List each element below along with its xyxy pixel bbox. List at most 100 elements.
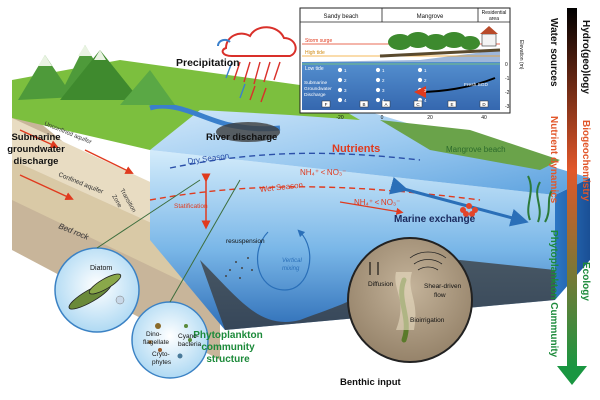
inset-fresh-sgd: Fresh SGD [464, 82, 489, 88]
label-cyanobacteria-1: Cyano- [178, 333, 199, 340]
label-diffusion: Diffusion [368, 281, 394, 288]
benthic-circle [347, 237, 473, 363]
vertical-mixing-loop [256, 229, 311, 291]
svg-text:-2: -2 [505, 90, 510, 96]
label-sgd-1: Submarine [11, 132, 60, 143]
label-nutrients: Nutrients [332, 143, 380, 155]
label-diatom: Diatom [90, 265, 112, 272]
inset-sgd-arrow [414, 77, 496, 98]
house-icon [480, 26, 498, 47]
side-axis-arrow [567, 8, 577, 368]
label-benthic-input: Benthic input [340, 377, 402, 388]
mountain-icon [18, 45, 175, 105]
svg-text:A: A [384, 102, 387, 107]
inset-station-marks: F B A C E D [325, 102, 487, 107]
label-vertical-mixing-1: Vertical [282, 258, 302, 264]
svg-text:2: 2 [344, 78, 347, 83]
label-river-discharge: River discharge [206, 132, 277, 143]
connector-line-2 [169, 179, 241, 303]
seaweed-icon [527, 175, 553, 223]
svg-text:4: 4 [382, 98, 385, 103]
svg-text:1: 1 [344, 68, 347, 73]
svg-text:4: 4 [424, 98, 427, 103]
coral-icon [460, 203, 478, 217]
inset-sgd-2: Groundwater [304, 86, 332, 92]
mangrove-tree-icon [388, 32, 480, 50]
resuspension-particles [225, 257, 253, 279]
svg-text:2: 2 [382, 78, 385, 83]
label-dinoflagellate-2: flagellate [143, 339, 169, 346]
phyto-circle [131, 301, 209, 379]
svg-text:D: D [482, 102, 486, 107]
axis-phyto-community: Phytoplankton Cummunity [548, 230, 559, 358]
nutrient-arrow [339, 201, 404, 215]
label-precipitation: Precipitation [176, 57, 240, 69]
label-sgd-3: discharge [14, 156, 59, 167]
label-nh4-no3-upper: NH₄⁺ < NO₃⁻ [300, 168, 346, 177]
dry-season-line [169, 152, 421, 169]
inset-low-tide: Low tide [305, 66, 324, 72]
label-shear-flow-1: Shear-driven [424, 283, 462, 290]
label-nh4-no3-lower: NH₄⁺ < NO₃⁻ [354, 198, 400, 207]
inset-panel [299, 7, 511, 114]
connector-line-1 [96, 179, 201, 249]
label-cyanobacteria-2: bacteria [178, 341, 202, 348]
label-phyto-title-3: structure [206, 354, 250, 365]
svg-text:0: 0 [505, 62, 508, 68]
inset-sgd-1: Submarine [304, 80, 328, 86]
axis-ecology: Ecology [580, 262, 591, 301]
svg-text:-1: -1 [505, 76, 510, 82]
inset-high-tide: High tide [305, 50, 325, 56]
inset-x-ticks: -20 0 20 40 [336, 115, 487, 121]
inset-elevation-label: Elevation (m) [518, 40, 524, 70]
marine-exchange-arrow [388, 176, 529, 227]
label-shear-flow-2: flow [434, 292, 446, 299]
axis-nutrient-dynamics: Nutrient dynamics [548, 116, 559, 204]
label-vertical-mixing-2: mixing [282, 266, 300, 272]
inset-y-ticks: 0 -1 -2 -3 [505, 62, 510, 110]
inset-storm-surge: Storm surge [305, 38, 332, 44]
label-phyto-title-2: community [201, 342, 255, 353]
label-stratification: Statification [174, 203, 208, 210]
mangrove-shore [380, 120, 560, 170]
inset-sandy-beach: Sandy beach [323, 14, 358, 20]
label-cryptophytes-1: Cryto- [152, 351, 170, 358]
svg-text:20: 20 [427, 115, 433, 121]
svg-text:-3: -3 [505, 104, 510, 110]
inset-well-numbers: 1 2 3 4 1 2 3 4 1 2 3 4 [344, 68, 427, 103]
svg-text:3: 3 [424, 88, 427, 93]
station-markers [321, 100, 489, 108]
label-sgd-2: groundwater [7, 144, 65, 155]
inset-mangrove: Mangrove [417, 14, 444, 20]
svg-text:F: F [325, 102, 328, 107]
svg-text:40: 40 [481, 115, 487, 121]
axis-hydrogeology: Hydro(geo)logy [580, 20, 591, 94]
side-axis-arrowhead [557, 366, 587, 385]
label-cryptophytes-2: phytes [152, 359, 172, 366]
svg-text:3: 3 [344, 88, 347, 93]
inset-residential-1: Residential [482, 10, 507, 16]
svg-text:1: 1 [382, 68, 385, 73]
svg-text:C: C [416, 102, 420, 107]
label-phyto-title-1: Phytoplankton [193, 330, 262, 341]
axis-water-sources: Water sources [548, 18, 559, 87]
inset-sgd-3: Discharge [304, 92, 326, 98]
label-marine-exchange: Marine exchange [394, 214, 476, 225]
inset-residential-2: area [489, 16, 499, 22]
svg-text:B: B [362, 102, 365, 107]
svg-text:4: 4 [344, 98, 347, 103]
svg-text:E: E [450, 102, 453, 107]
river-mouth-dark [216, 122, 280, 142]
axis-biogeochemistry: Biogeochemistry [580, 120, 591, 202]
rain-cloud-icon [217, 26, 297, 103]
label-dinoflagellate-1: Dino- [146, 331, 162, 338]
svg-text:-20: -20 [336, 115, 343, 121]
label-resuspension: resuspension [226, 238, 265, 245]
svg-text:3: 3 [382, 88, 385, 93]
diatom-circle [54, 247, 140, 333]
label-bioirrigation: Bioirrigation [410, 317, 445, 324]
sgd-arrows [19, 129, 134, 201]
svg-text:2: 2 [424, 78, 427, 83]
label-mangrove-beach: Mangrove beach [446, 145, 506, 154]
